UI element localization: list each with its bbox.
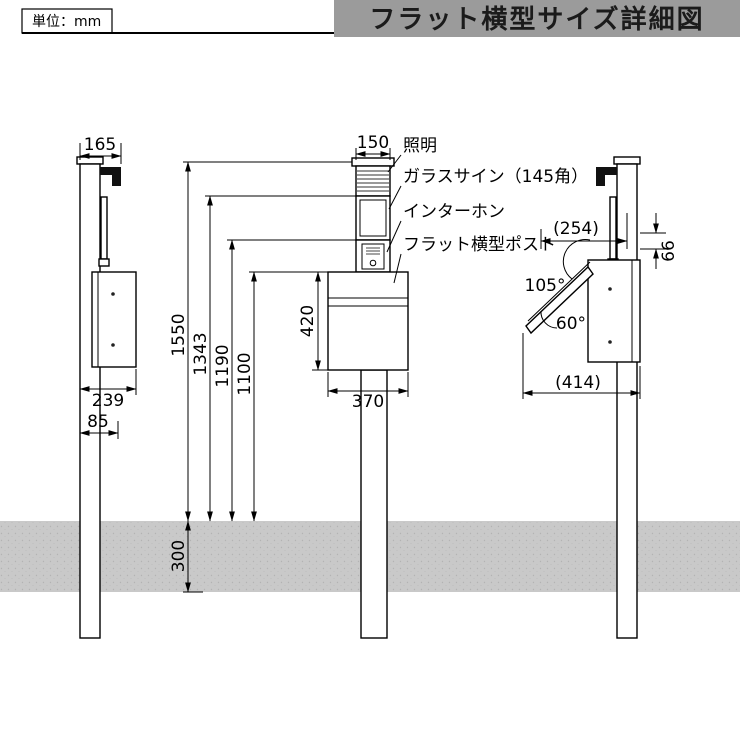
dim-1190: 1190 [213, 344, 233, 387]
dim-66: 66 [659, 240, 679, 262]
intercom-unit [355, 239, 391, 273]
lamp-bracket [100, 167, 121, 186]
front-view: 150 1550 1343 1190 1100 300 420 370 照明 ガ… [169, 133, 588, 639]
dim-60deg: 60° [556, 314, 586, 334]
mailbox-front [327, 271, 409, 371]
post-cap [351, 157, 395, 167]
sign-frame [355, 195, 391, 241]
screw-dot [608, 340, 612, 344]
dim-300: 300 [169, 540, 189, 572]
dim-254: (254) [553, 219, 599, 239]
lamp-unit [355, 165, 391, 197]
angle-arc-60 [540, 310, 558, 329]
label-post: フラット横型ポスト [403, 235, 556, 255]
leader-line [393, 253, 402, 284]
dim-420: 420 [298, 305, 318, 337]
dim-165: 165 [84, 135, 116, 155]
door-open-line [527, 261, 591, 322]
intercom-frame [355, 239, 391, 273]
call-button [369, 259, 377, 267]
label-lighting: 照明 [403, 136, 437, 156]
dim-1100: 1100 [235, 352, 255, 395]
header: 単位：mm フラット横型サイズ詳細図 [21, 0, 740, 37]
post-cap [76, 156, 104, 165]
title-bar [334, 0, 740, 37]
mailbox-body [327, 271, 409, 371]
dim-150: 150 [357, 133, 389, 153]
dim-85: 85 [87, 412, 109, 432]
mailbox-side [587, 259, 641, 363]
screw-dot [111, 343, 115, 347]
screw-dot [111, 292, 115, 296]
dim-1550: 1550 [169, 313, 189, 356]
sign-plate [100, 196, 108, 260]
label-glass-sign: ガラスサイン（145角） [403, 167, 588, 187]
glass-sign-unit [355, 195, 391, 241]
side-view-left: 165 239 85 [76, 135, 137, 639]
sign-glass [359, 199, 387, 237]
intercom-panel [361, 243, 385, 270]
label-intercom: インターホン [403, 202, 505, 222]
lamp-bracket [596, 167, 617, 186]
dim-105deg: 105° [525, 276, 566, 296]
dim-370: 370 [352, 392, 384, 412]
side-view-right: 105° 60° (254) 66 (414) [522, 156, 679, 639]
post [360, 369, 388, 639]
leader-line [386, 220, 402, 253]
post-cap [613, 156, 641, 165]
sign-plate [609, 196, 617, 260]
mailbox-side [91, 271, 137, 368]
lamp-body [355, 165, 391, 197]
dim-414: (414) [555, 373, 601, 393]
page-title: フラット横型サイズ詳細図 [369, 4, 704, 35]
dim-1343: 1343 [191, 332, 211, 375]
unit-label: 単位：mm [32, 14, 101, 30]
sign-plate-foot [98, 258, 110, 267]
leader-line [387, 154, 402, 173]
leader-line [388, 185, 402, 210]
door-open-flap [525, 265, 594, 335]
dim-239: 239 [92, 391, 124, 411]
screw-dot [608, 287, 612, 291]
